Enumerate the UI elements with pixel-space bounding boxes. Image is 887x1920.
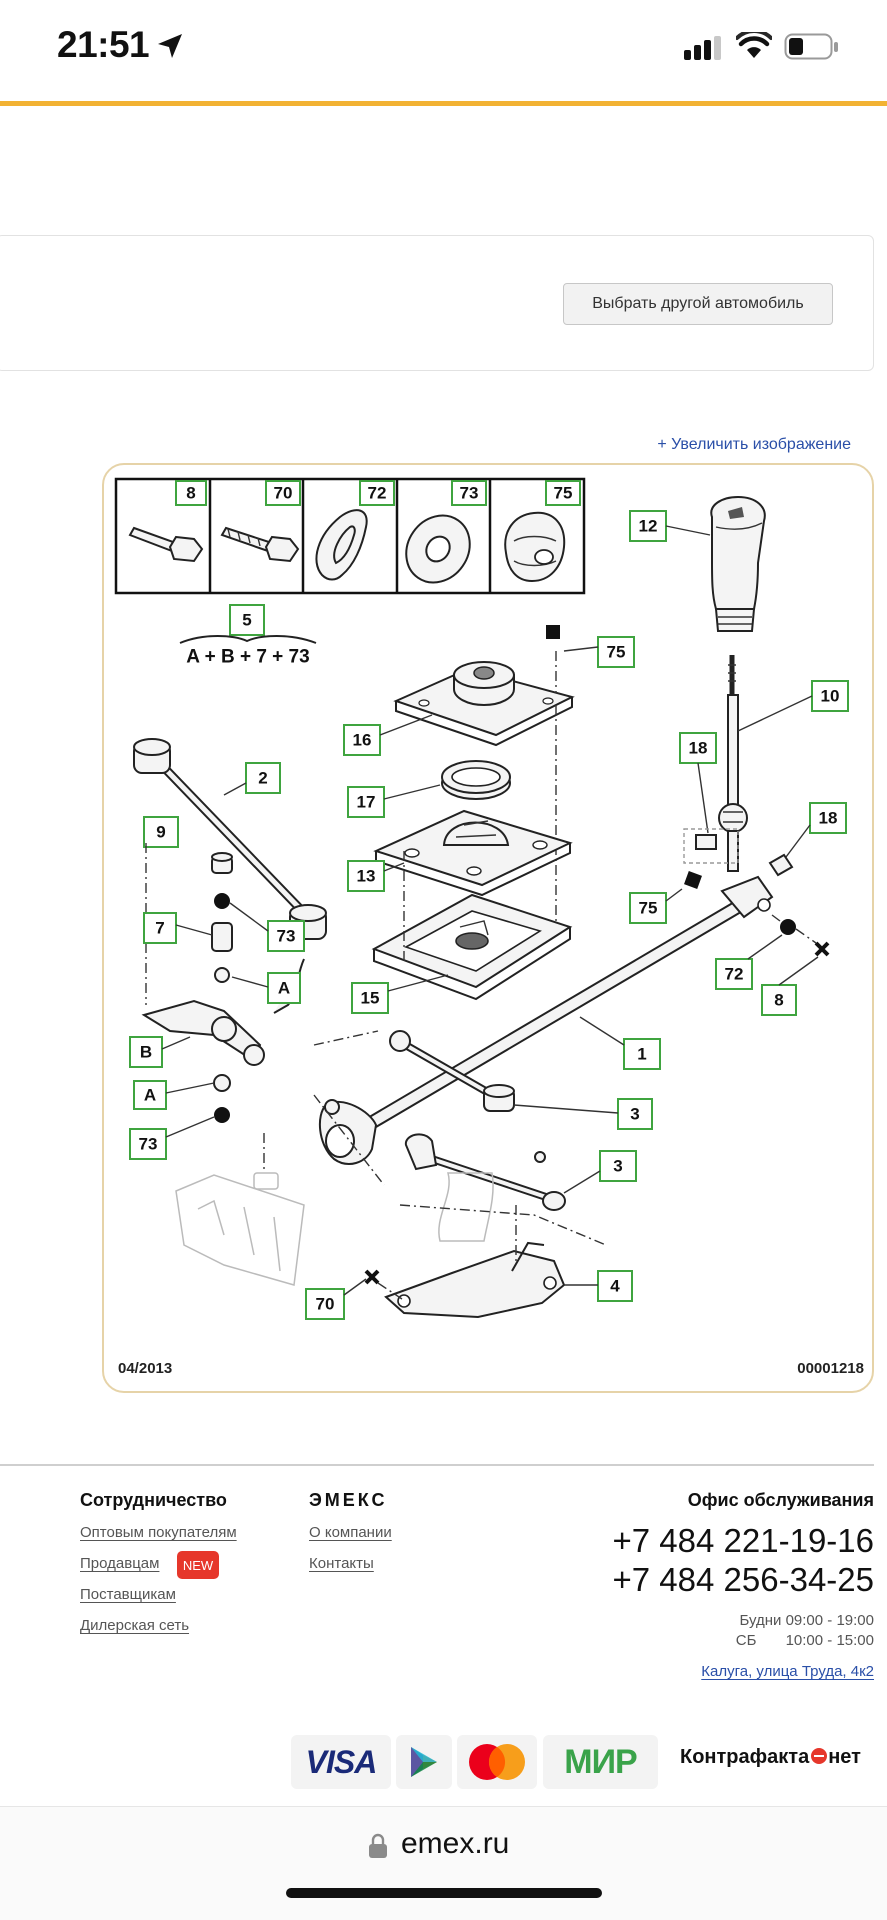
- part-label-p1: 1: [637, 1045, 646, 1064]
- part-label-p75b: 75: [639, 899, 658, 918]
- hours-weekdays: Будни 09:00 - 19:00: [739, 1612, 874, 1629]
- browser-address-bar[interactable]: [0, 1806, 887, 1920]
- link-arm-lower: [404, 1133, 566, 1211]
- url-text[interactable]: emex.ru: [401, 1827, 510, 1860]
- mastercard-logo: [457, 1735, 537, 1789]
- part-label-pA1: A: [278, 979, 290, 998]
- visa-text: VISA: [305, 1743, 378, 1780]
- part-label-p8: 8: [774, 991, 783, 1010]
- phone-1[interactable]: +7 484 221-19-16: [612, 1522, 874, 1559]
- part-label-4: 75: [554, 484, 573, 503]
- lock-icon: [369, 1833, 387, 1858]
- part-label-p18a: 18: [689, 739, 708, 758]
- contacts-link[interactable]: Контакты: [309, 1555, 374, 1572]
- new-badge: NEW: [177, 1551, 219, 1579]
- hours-saturday: СБ 10:00 - 15:00: [735, 1632, 874, 1649]
- legend-bolt-8: 8: [128, 480, 207, 563]
- part-label-p75a: 75: [607, 643, 626, 662]
- part-label-p7: 7: [155, 919, 164, 938]
- gearbox-ghost: [175, 1133, 305, 1286]
- diagram-image-code: 00001218: [797, 1360, 864, 1377]
- no-counterfeit-suffix: нет: [828, 1746, 861, 1768]
- part-label-2: 72: [368, 484, 387, 503]
- part-label-p15: 15: [361, 989, 380, 1008]
- status-time: 21:51: [57, 24, 150, 65]
- mount-bracket: [384, 1172, 566, 1319]
- office-title: Офис обслуживания: [687, 1490, 874, 1510]
- legend-nut-75: 75: [504, 480, 581, 583]
- part-label-p9: 9: [156, 823, 165, 842]
- mir-logo: МИР: [543, 1735, 658, 1789]
- home-indicator[interactable]: [286, 1888, 602, 1898]
- gear-lever-rod: [718, 655, 748, 872]
- wholesale-link[interactable]: Оптовым покупателям: [80, 1524, 237, 1541]
- part-label-p70: 70: [316, 1295, 335, 1314]
- shift-rod: [318, 875, 774, 1165]
- part-label-3: 73: [460, 484, 479, 503]
- left-stack: [141, 852, 265, 1123]
- footer-divider: [0, 1464, 874, 1466]
- svg-text:A + B + 7 + 73: A + B + 7 + 73: [186, 647, 309, 668]
- gear-base: [371, 893, 573, 1001]
- header-accent-line: [0, 101, 887, 106]
- gear-knob: [710, 495, 766, 632]
- wifi-icon: [736, 32, 772, 58]
- diagram-date-code: 04/2013: [118, 1360, 172, 1377]
- part-label-0: 8: [186, 484, 195, 503]
- guide-plate: [373, 809, 573, 897]
- no-counterfeit-badge: Контрафакта нет: [680, 1746, 861, 1769]
- enlarge-image-link[interactable]: + Увеличить изображение: [657, 436, 851, 453]
- link-rod: [133, 738, 327, 1014]
- part-label-p18b: 18: [819, 809, 838, 828]
- part-label-p17: 17: [357, 793, 376, 812]
- part-label-pA2: A: [144, 1086, 156, 1105]
- phone-2[interactable]: +7 484 256-34-25: [612, 1561, 874, 1598]
- about-company-link[interactable]: О компании: [309, 1524, 392, 1541]
- kit-formula: 5 A + B + 7 + 73: [179, 604, 317, 668]
- part-label-1: 70: [274, 484, 293, 503]
- link-arm-upper: [389, 1030, 515, 1112]
- mir-text: МИР: [564, 1742, 637, 1781]
- emex-title: ЭМЕКС: [309, 1490, 388, 1510]
- status-bar: 21:51: [0, 0, 887, 100]
- office-address-link[interactable]: Калуга, улица Труда, 4к2: [701, 1663, 874, 1680]
- suppliers-link[interactable]: Поставщикам: [80, 1586, 176, 1603]
- part-label-p3a: 3: [630, 1105, 639, 1124]
- part-label-p13: 13: [357, 867, 376, 886]
- dealer-network-link[interactable]: Дилерская сеть: [80, 1617, 190, 1634]
- legend-plate-72: 72: [315, 480, 395, 581]
- part-label-p3b: 3: [613, 1157, 622, 1176]
- location-arrow-icon: [158, 34, 182, 58]
- sbp-icon: [411, 1747, 437, 1777]
- battery-icon: [784, 33, 838, 60]
- sbp-logo: [396, 1735, 452, 1789]
- part-label-p10: 10: [821, 687, 840, 706]
- no-entry-icon: [811, 1747, 828, 1764]
- part-label-p12: 12: [639, 517, 658, 536]
- part-label-p72: 72: [725, 965, 744, 984]
- mastercard-icon: [469, 1744, 525, 1780]
- cellular-signal-icon: [684, 36, 721, 60]
- part-label-p73b: 73: [139, 1135, 158, 1154]
- parts-diagram[interactable]: .ln { stroke:#222; stroke-width:2; fill:…: [102, 463, 874, 1393]
- part-label-p16: 16: [353, 731, 372, 750]
- legend-washer-73: 73: [405, 480, 487, 584]
- part-label-p2: 2: [258, 769, 267, 788]
- visa-logo: VISA: [291, 1735, 391, 1789]
- housing-cover: [393, 661, 575, 747]
- part-label-p73a: 73: [277, 927, 296, 946]
- part-label-pB: B: [140, 1043, 152, 1062]
- part-label-p5: 5: [242, 611, 251, 630]
- part-label-p4: 4: [610, 1277, 620, 1296]
- legend-bolt-70: 70: [220, 480, 301, 563]
- change-car-button[interactable]: Выбрать другой автомобиль: [563, 283, 833, 325]
- cooperation-title: Сотрудничество: [80, 1490, 227, 1510]
- no-counterfeit-text: Контрафакта: [680, 1746, 810, 1768]
- seal-ring: [441, 760, 511, 800]
- sellers-link[interactable]: Продавцам: [80, 1555, 160, 1572]
